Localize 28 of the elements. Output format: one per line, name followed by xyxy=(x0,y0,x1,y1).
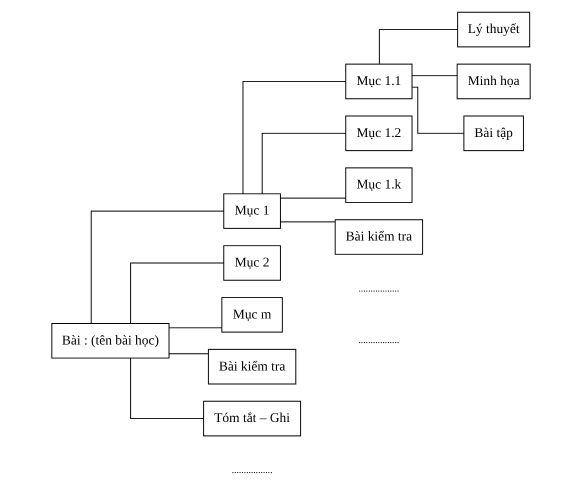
node-box: Mục 1.2 xyxy=(345,116,412,152)
connector xyxy=(412,86,464,134)
node-box: Mục m xyxy=(221,297,283,333)
connector xyxy=(168,353,209,354)
connector xyxy=(130,262,224,324)
node-box: Bài : (tên bài học) xyxy=(51,323,170,359)
label: ................. xyxy=(358,283,400,294)
node-box: Bài tập xyxy=(463,116,524,152)
label: ................. xyxy=(232,464,272,476)
node-box: Bài kiểm tra xyxy=(334,219,424,255)
connector xyxy=(168,327,222,328)
connector xyxy=(262,132,346,194)
node-box: Mục 2 xyxy=(223,245,281,281)
node-box: Mục 1 xyxy=(223,193,281,229)
node-box: Mục 1.1 xyxy=(345,64,412,100)
connector xyxy=(412,75,458,76)
node-box: Lý thuyết xyxy=(457,12,530,48)
connector xyxy=(130,358,204,420)
node-box: Bài kiểm tra xyxy=(208,348,296,384)
connector xyxy=(90,210,224,324)
connector xyxy=(378,29,458,64)
label: ................. xyxy=(358,335,400,346)
node-box: Tóm tắt – Ghi xyxy=(203,400,302,436)
connector xyxy=(280,198,346,199)
connector xyxy=(280,221,336,222)
node-box: Mục 1.k xyxy=(345,167,412,203)
connector xyxy=(242,80,346,194)
node-box: Minh họa xyxy=(456,64,531,100)
